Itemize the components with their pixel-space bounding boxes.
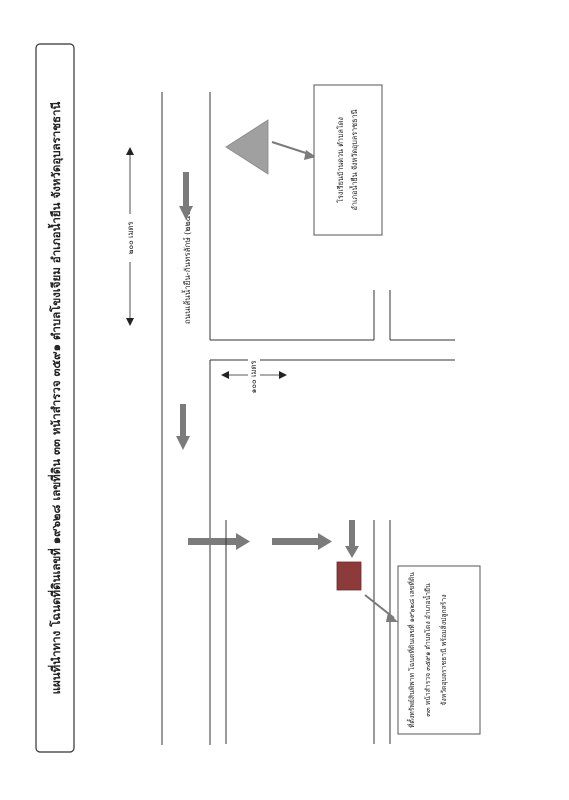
landmark-pointer-head [304, 150, 316, 160]
property-pointer-head [386, 612, 398, 622]
property-callout-line1: ที่ตั้งทรัพย์สินพิพาท โฉนดที่ดินเลขที่ ๑… [406, 572, 416, 728]
route-arrow-right-2 [272, 533, 332, 550]
landmark-callout-line2: อำเภอน้ำยืน จังหวัดอุบลราชธานี [349, 110, 359, 211]
distance-200m-label: ๒๐๐ เมตร [126, 222, 135, 255]
landmark-callout-box [313, 84, 383, 236]
property-callout-box [397, 565, 481, 735]
title-frame [35, 43, 75, 753]
route-arrow-right-1 [188, 533, 250, 550]
route-arrow-into-property [345, 520, 359, 558]
distance-100m-label: ๑๐๐ เมตร [249, 361, 258, 394]
property-callout-line2: ๓๓ หน้าสำรวจ ๓๕๙๑ ตำบลโดง อำเภอน้ำยืน [422, 583, 432, 717]
map-title: แผนที่นำทาง โฉนดที่ดินเลขที่ ๑๙๖๒๘ เลขที… [47, 101, 64, 694]
route-arrow-down-2 [176, 404, 190, 450]
distance-200m-label-bg [124, 214, 136, 262]
road-name-label: ถนนเส้นน้ำยืน-กันทรลักษ์ (๒๒๔๘) [181, 206, 192, 324]
route-arrow-down-1 [179, 172, 193, 220]
distance-100m-label-bg [248, 355, 260, 399]
landmark-school-icon [225, 119, 269, 175]
landmark-callout-line1: โรงเรียนบ้านดวน ตำบลโดง [336, 117, 345, 203]
property-callout-line3: จังหวัดอุบลราชธานี พร้อมสิ่งปลูกสร้าง [439, 594, 448, 705]
landmark-pointer-line [271, 141, 313, 156]
property-marker-icon [336, 561, 362, 591]
